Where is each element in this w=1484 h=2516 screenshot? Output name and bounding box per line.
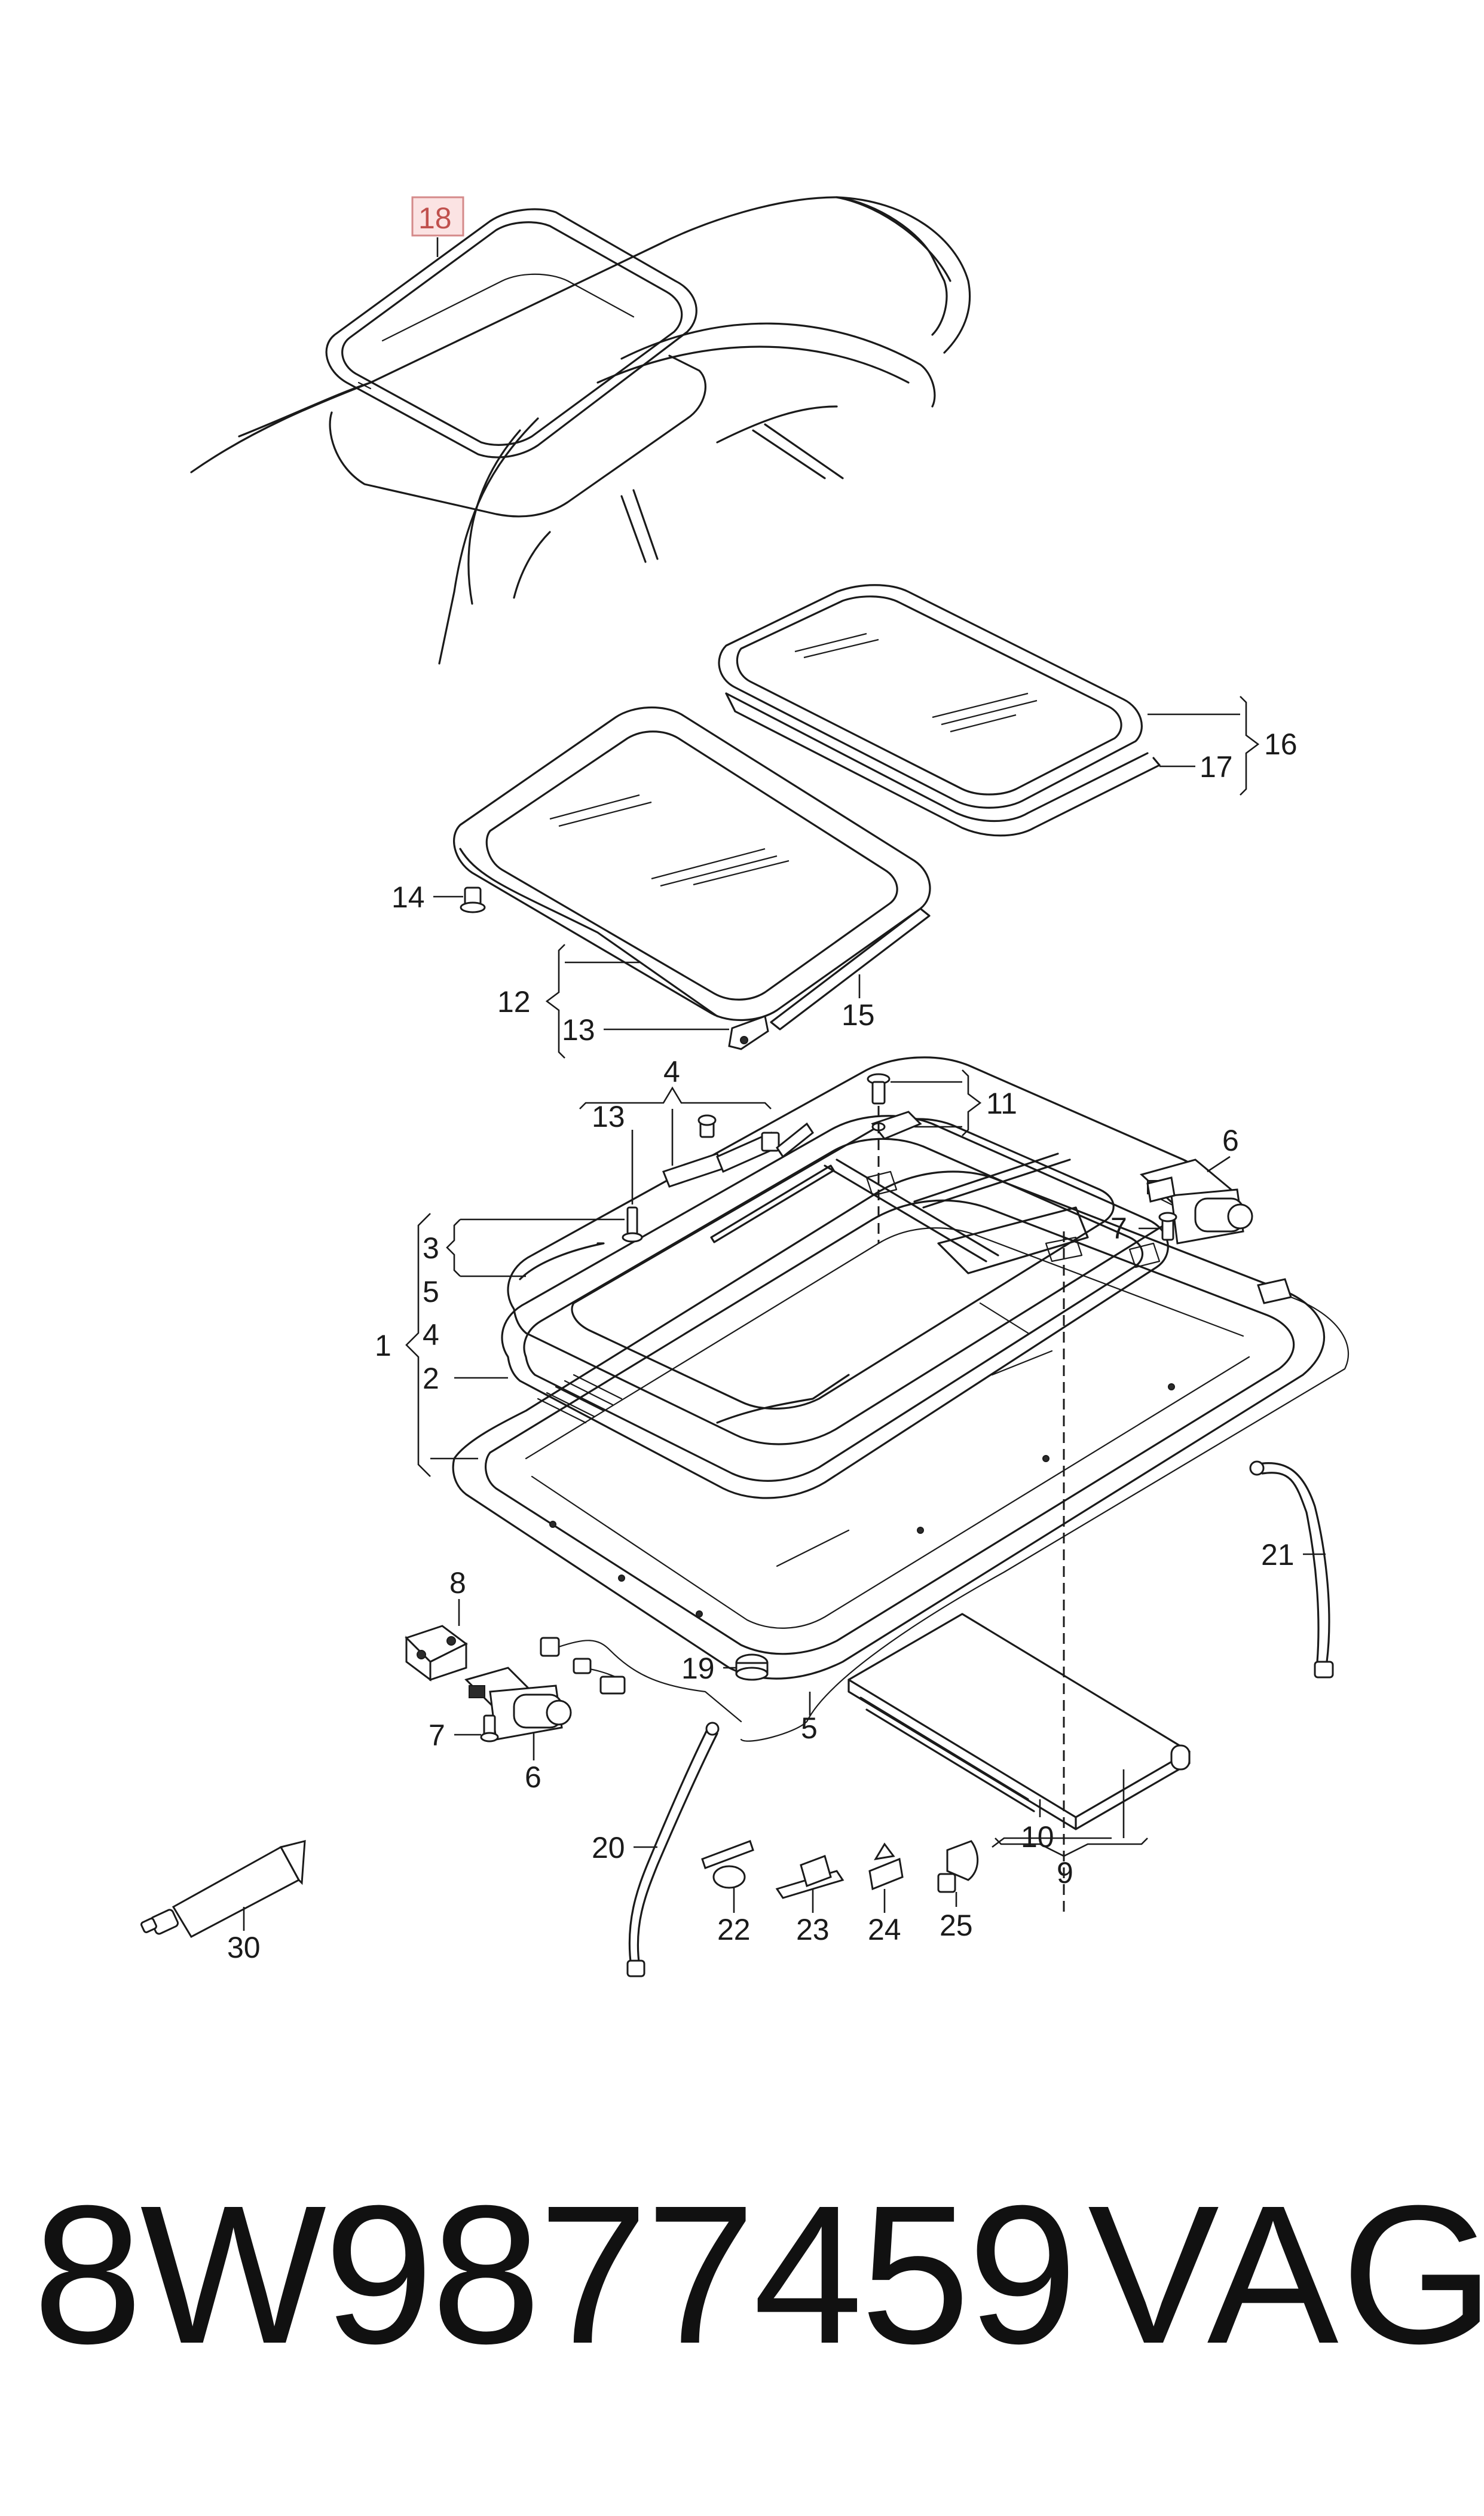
clip-part-22 — [701, 1840, 754, 1889]
leader-lines — [243, 237, 1326, 1931]
callout-20[interactable]: 20 — [592, 1831, 625, 1864]
callout-19[interactable]: 19 — [681, 1652, 715, 1685]
callout-22[interactable]: 22 — [717, 1913, 751, 1946]
highlight-box-18 — [411, 196, 464, 237]
pin-part-13 — [622, 1206, 643, 1243]
sunroof-seal-part-18 — [325, 208, 697, 458]
cable-part-5-right — [740, 1278, 1350, 1742]
sunblind-part-9 — [847, 1231, 1191, 1913]
callout-1[interactable]: 1 — [375, 1329, 391, 1362]
clip-part-23 — [775, 1855, 844, 1899]
callout-11[interactable]: 11 — [986, 1087, 1017, 1120]
rear-glass-panel-part-16 — [718, 584, 1161, 837]
callout-6-upper[interactable]: 6 — [1222, 1124, 1239, 1157]
callout-13-lower[interactable]: 13 — [562, 1013, 595, 1047]
adhesive-tube-part-30 — [140, 1840, 306, 1938]
callout-5-upper[interactable]: 5 — [423, 1275, 439, 1309]
callout-14[interactable]: 14 — [391, 881, 425, 914]
screw-part-14 — [460, 886, 486, 913]
callout-4-upper[interactable]: 4 — [663, 1055, 680, 1089]
bracket-set-part-4 — [662, 1114, 835, 1243]
callout-10[interactable]: 10 — [1021, 1820, 1054, 1854]
callout-2[interactable]: 2 — [423, 1362, 439, 1395]
callout-16[interactable]: 16 — [1264, 727, 1298, 761]
callout-17[interactable]: 17 — [1200, 750, 1233, 784]
clip-part-25 — [937, 1840, 979, 1893]
callout-12[interactable]: 12 — [497, 985, 531, 1019]
drain-hose-part-20 — [626, 1722, 720, 1977]
callout-13-upper[interactable]: 13 — [592, 1100, 625, 1133]
bracket-part-13 — [728, 1014, 769, 1050]
motor-part-6-upper — [1139, 1158, 1253, 1245]
callout-3[interactable]: 3 — [423, 1231, 439, 1265]
callout-7-upper[interactable]: 7 — [1110, 1212, 1127, 1245]
drain-hose-part-21 — [1249, 1460, 1334, 1679]
callout-23[interactable]: 23 — [796, 1913, 830, 1946]
callout-7-lower[interactable]: 7 — [429, 1719, 445, 1752]
callout-18[interactable]: 18 — [418, 201, 452, 235]
callout-8[interactable]: 8 — [449, 1566, 466, 1600]
front-glass-panel-part-12 — [453, 706, 931, 1022]
callout-4-lower[interactable]: 4 — [423, 1318, 439, 1352]
brand-label: VAG — [1088, 2164, 1484, 2384]
seal-strip-part-15 — [770, 907, 931, 1031]
callout-5-lower[interactable]: 5 — [801, 1711, 818, 1745]
wiring-loom — [540, 1637, 742, 1723]
callout-9[interactable]: 9 — [1057, 1856, 1073, 1890]
car-roof-outline — [190, 196, 971, 665]
callout-25[interactable]: 25 — [940, 1909, 973, 1942]
grommet-part-19 — [735, 1653, 769, 1681]
part-number: 8W9877459 — [33, 2164, 1078, 2384]
callout-labels: 18 16 17 14 12 13 15 4 13 11 6 7 3 5 4 1… — [227, 196, 1298, 1964]
callout-30[interactable]: 30 — [227, 1931, 261, 1964]
sunroof-frame-part-1 — [452, 1056, 1326, 1680]
motor-part-6-lower — [464, 1667, 572, 1742]
callout-21[interactable]: 21 — [1261, 1538, 1295, 1572]
clip-part-11 — [867, 1073, 922, 1243]
callout-15[interactable]: 15 — [842, 998, 875, 1032]
clip-part-24 — [868, 1842, 904, 1891]
callout-24[interactable]: 24 — [868, 1913, 901, 1946]
callout-6-lower[interactable]: 6 — [525, 1760, 541, 1794]
control-unit-part-8 — [405, 1625, 468, 1682]
